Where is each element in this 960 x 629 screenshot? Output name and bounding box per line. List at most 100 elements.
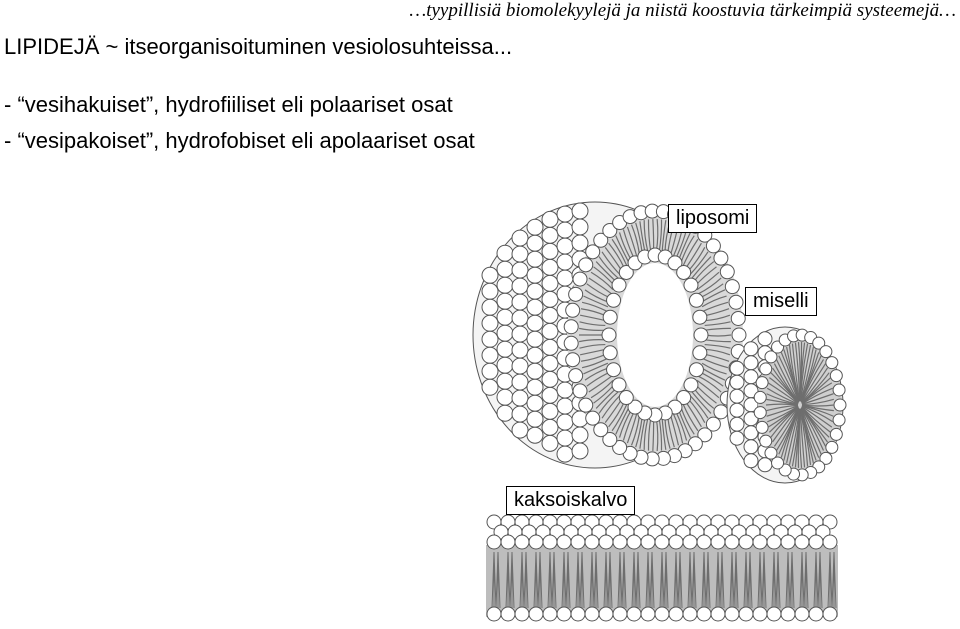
liposome-outer-head xyxy=(573,272,587,286)
liposome-core xyxy=(617,263,693,407)
liposome-head xyxy=(512,422,528,438)
bilayer-top-head xyxy=(697,535,711,549)
bilayer-top-head xyxy=(627,535,641,549)
bilayer-bottom-head xyxy=(585,607,599,621)
liposome-head xyxy=(527,315,543,331)
liposome-inner-head xyxy=(684,278,698,292)
bilayer-top-head xyxy=(543,535,557,549)
bilayer-bottom-head xyxy=(641,607,655,621)
bilayer-bottom-head xyxy=(753,607,767,621)
liposome-head xyxy=(512,342,528,358)
liposome-inner-head xyxy=(677,265,691,279)
micelle-outer-head xyxy=(830,370,842,382)
bilayer-bottom-head xyxy=(697,607,711,621)
liposome-head xyxy=(497,357,513,373)
liposome-head xyxy=(497,373,513,389)
liposome-head xyxy=(512,230,528,246)
micelle-outer-head xyxy=(760,435,772,447)
liposome-head xyxy=(482,299,498,315)
liposome-inner-head xyxy=(603,346,617,360)
liposome-head xyxy=(527,395,543,411)
liposome-inner-head xyxy=(607,293,621,307)
liposome-head xyxy=(512,358,528,374)
liposome-head xyxy=(482,331,498,347)
bilayer-bottom-head xyxy=(669,607,683,621)
bilayer-top-head xyxy=(599,535,613,549)
liposome-head xyxy=(542,211,558,227)
bilayer-bottom-head xyxy=(655,607,669,621)
liposome-head xyxy=(512,310,528,326)
micelle-head xyxy=(744,342,758,356)
liposome-inner-head xyxy=(619,391,633,405)
liposome-outer-head xyxy=(566,303,580,317)
bilayer-top-head xyxy=(515,535,529,549)
bilayer-bottom-head xyxy=(501,607,515,621)
micelle-head xyxy=(758,332,772,346)
liposome-head xyxy=(497,261,513,277)
liposome-head xyxy=(527,267,543,283)
micelle-outer-head xyxy=(765,447,777,459)
bilayer-top-head xyxy=(739,535,753,549)
liposome-inner-head xyxy=(693,310,707,324)
liposome-outer-head xyxy=(579,398,593,412)
bilayer-top-head xyxy=(795,535,809,549)
liposome-head xyxy=(527,411,543,427)
liposome-head xyxy=(497,405,513,421)
liposome-outer-head xyxy=(720,265,734,279)
bilayer-top-head xyxy=(487,535,501,549)
bilayer-top-head xyxy=(767,535,781,549)
bilayer-top-head xyxy=(585,535,599,549)
liposome-inner-head xyxy=(694,328,708,342)
bilayer-bottom-head xyxy=(487,607,501,621)
liposome-outer-head xyxy=(579,258,593,272)
label-bilayer: kaksoiskalvo xyxy=(506,486,635,515)
liposome-head xyxy=(512,278,528,294)
liposome-head xyxy=(542,323,558,339)
liposome-head xyxy=(497,309,513,325)
liposome-head xyxy=(527,299,543,315)
bilayer-bottom-head xyxy=(767,607,781,621)
bilayer-top-head xyxy=(655,535,669,549)
bilayer-bottom-head xyxy=(557,607,571,621)
micelle-head xyxy=(730,431,744,445)
liposome-head xyxy=(527,347,543,363)
liposome-head xyxy=(512,326,528,342)
liposome-head xyxy=(527,427,543,443)
liposome-head xyxy=(557,414,573,430)
liposome-head xyxy=(527,251,543,267)
liposome-head xyxy=(512,294,528,310)
liposome-inner-head xyxy=(602,328,616,342)
liposome-outer-head xyxy=(714,405,728,419)
bilayer-top-head xyxy=(683,535,697,549)
bilayer-bottom-head xyxy=(571,607,585,621)
bilayer-bottom-head xyxy=(683,607,697,621)
bilayer-top-head xyxy=(753,535,767,549)
liposome-outer-head xyxy=(725,280,739,294)
micelle-outer-head xyxy=(754,407,766,419)
bilayer-bottom-head xyxy=(515,607,529,621)
bilayer-structure xyxy=(486,515,838,621)
liposome-head xyxy=(557,430,573,446)
liposome-head xyxy=(542,355,558,371)
liposome-head xyxy=(542,339,558,355)
micelle-head xyxy=(744,454,758,468)
liposome-head xyxy=(572,427,588,443)
micelle-head xyxy=(730,389,744,403)
liposome-head xyxy=(482,283,498,299)
bilayer-top-head xyxy=(529,535,543,549)
micelle-outer-head xyxy=(760,363,772,375)
liposome-head xyxy=(497,277,513,293)
micelle-head xyxy=(730,403,744,417)
liposome-head xyxy=(527,219,543,235)
liposome-inner-head xyxy=(607,363,621,377)
bilayer-bottom-head xyxy=(739,607,753,621)
liposome-head xyxy=(542,227,558,243)
bilayer-bottom-head xyxy=(809,607,823,621)
liposome-head xyxy=(572,443,588,459)
label-micelle: miselli xyxy=(745,287,817,316)
bilayer-bottom-head xyxy=(543,607,557,621)
liposome-inner-head xyxy=(689,363,703,377)
micelle-head xyxy=(730,375,744,389)
bilayer-bottom-head xyxy=(711,607,725,621)
liposome-head xyxy=(512,246,528,262)
